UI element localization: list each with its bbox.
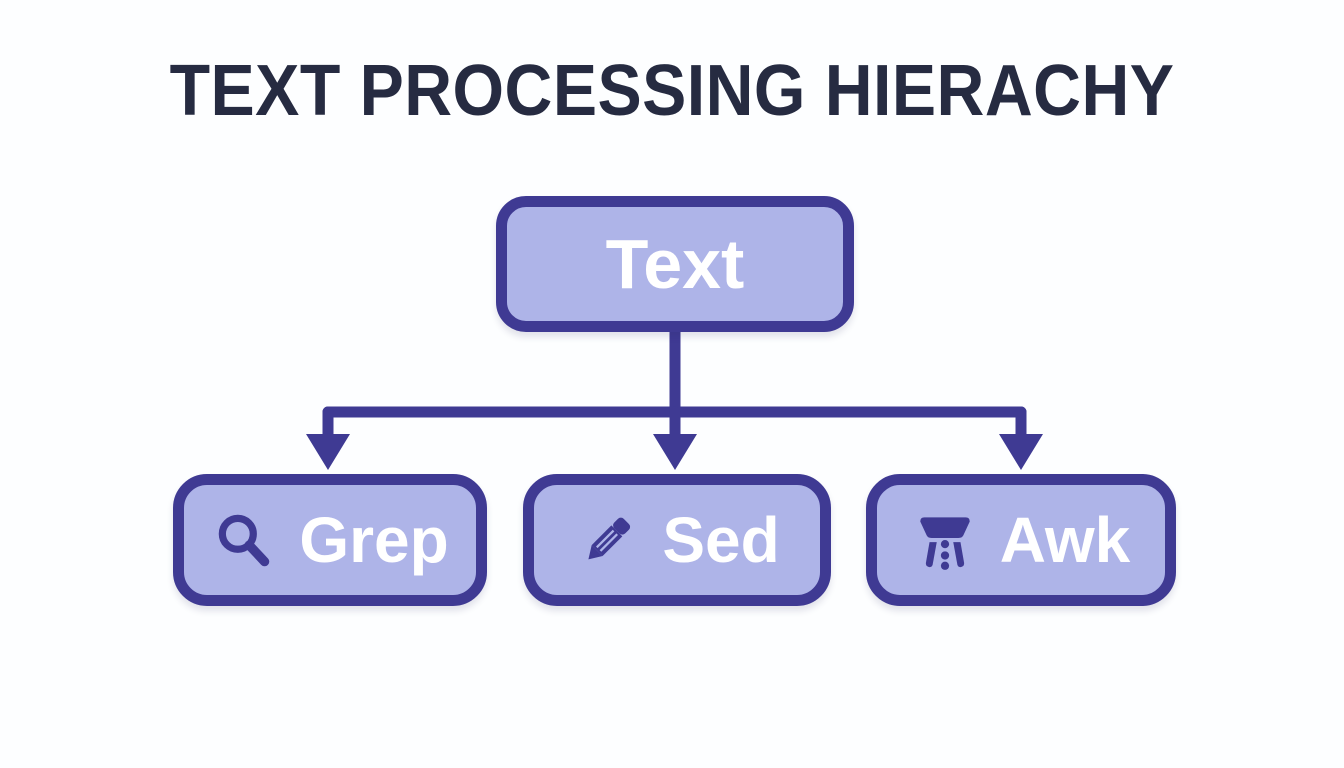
page-title: TEXT PROCESSING HIERACHY [169, 51, 1175, 131]
node-sed-label: Sed [662, 504, 780, 576]
node-text[interactable]: Text [496, 196, 854, 332]
node-awk-content: Awk [893, 507, 1149, 573]
arrowhead-sed [653, 434, 697, 470]
node-sed[interactable]: Sed [523, 474, 831, 606]
magnifier-icon [219, 514, 270, 567]
node-sed-content: Sed [550, 507, 804, 573]
table-filter-icon [920, 517, 970, 570]
node-awk-label: Awk [999, 504, 1131, 576]
node-grep-label: Grep [299, 504, 449, 576]
pencil-icon [588, 517, 631, 560]
node-grep[interactable]: Grep [173, 474, 487, 606]
arrowhead-grep [306, 434, 350, 470]
node-awk[interactable]: Awk [866, 474, 1176, 606]
node-text-label: Text [605, 225, 745, 303]
node-grep-content: Grep [200, 507, 460, 573]
arrowhead-awk [999, 434, 1043, 470]
